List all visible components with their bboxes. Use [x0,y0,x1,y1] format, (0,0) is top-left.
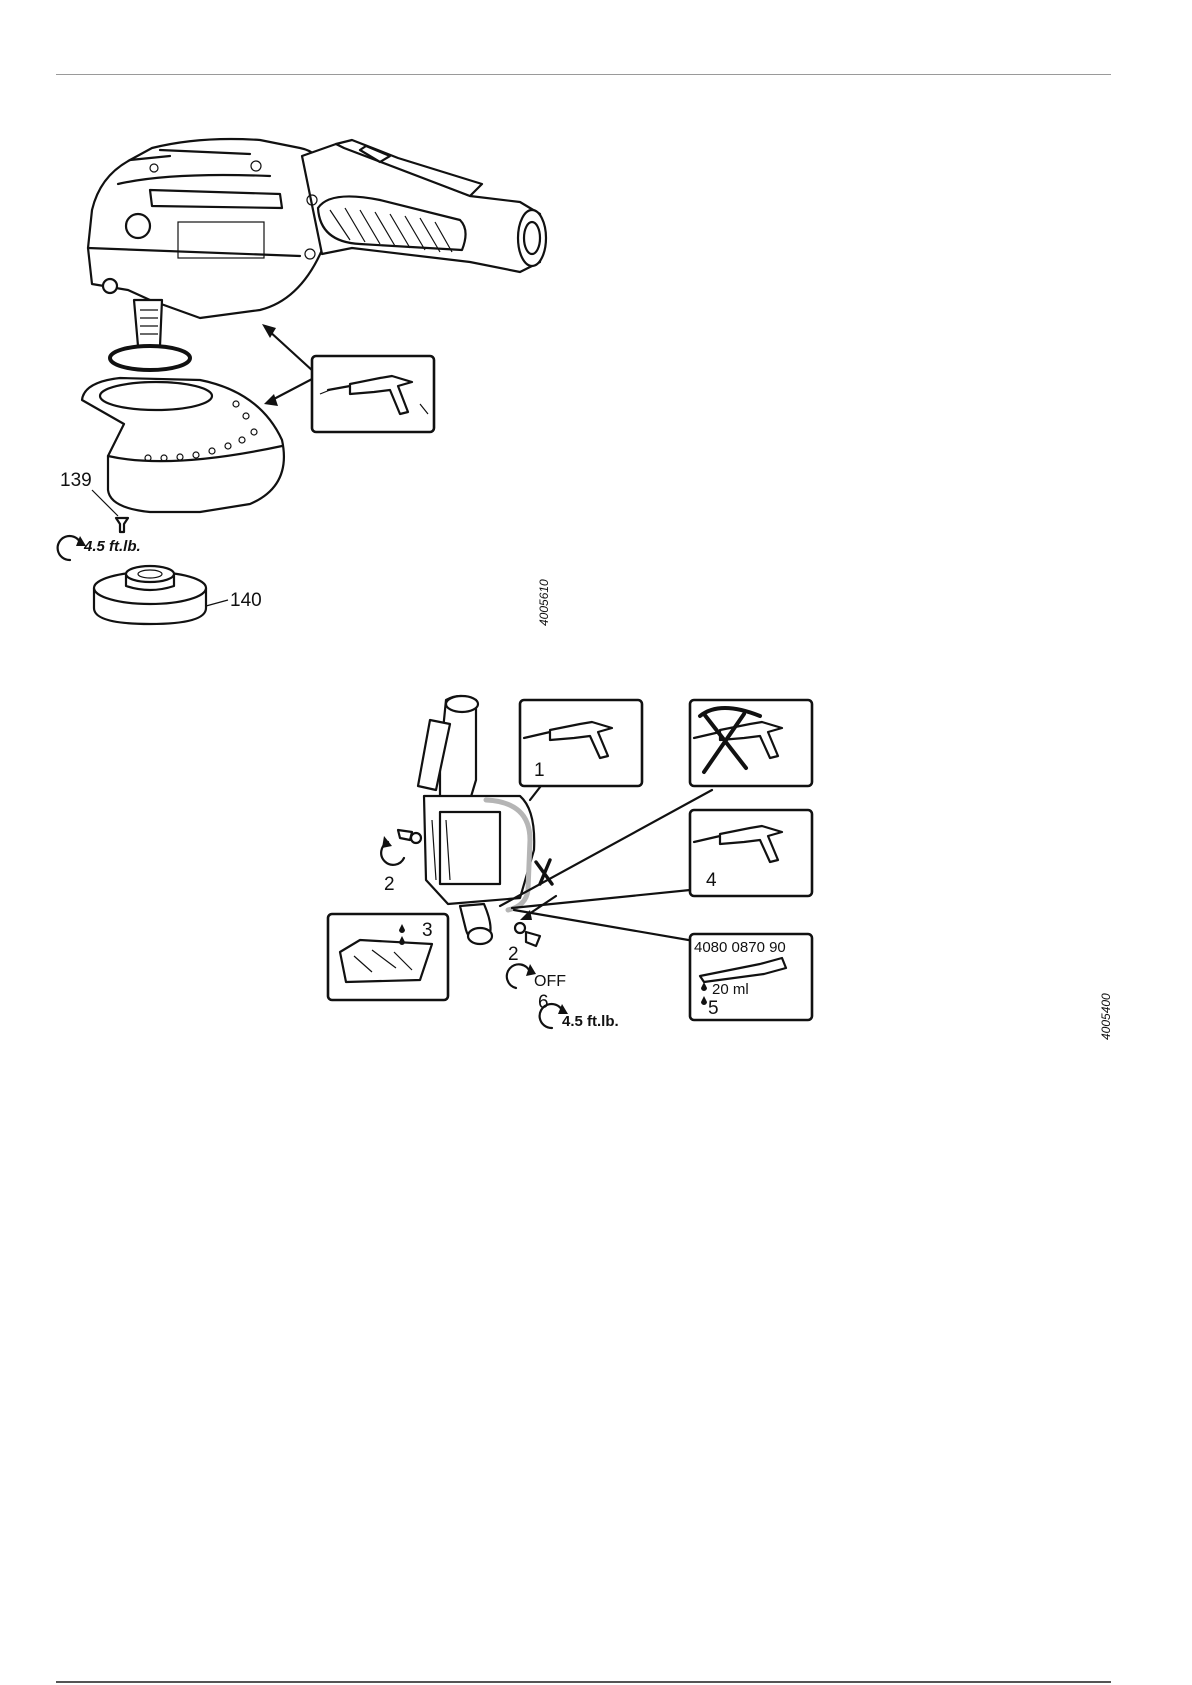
label-step2-right: 2 [508,944,519,965]
blow-gun-box [312,356,434,432]
x-mark [536,860,552,884]
torque-arrow-icon [58,536,80,560]
screw-139 [116,518,128,532]
label-step4: 4 [706,870,717,891]
figure-code-2: 4005400 [1099,993,1113,1040]
arrow-to-body [268,330,314,372]
o-ring [110,346,190,370]
label-140: 140 [230,590,262,611]
grinder-body-illustration [88,139,546,346]
label-off: OFF [534,973,566,990]
label-139: 139 [60,470,92,491]
blow-gun-box-crossed [690,700,812,786]
grease-quantity: 20 ml [712,981,749,998]
figure-grinder-guard-exploded: 139 4.5 ft.lb. 140 4005610 [0,0,1192,660]
flange-140 [94,566,206,624]
guard-illustration [82,378,284,512]
label-step3: 3 [422,920,433,941]
torque-label-1: 4.5 ft.lb. [83,538,141,555]
arrow-to-guard [272,378,314,400]
grease-part-number: 4080 0870 90 [694,939,786,956]
torque-label-2: 4.5 ft.lb. [562,1013,619,1030]
figure-lubrication-procedure: 2 3 2 OFF 6 4.5 ft.lb. 1 4 4080 0870 90 [0,660,1192,1060]
label-step5: 5 [708,998,719,1019]
label-step6: 6 [538,992,549,1013]
footer-rule [56,1681,1111,1683]
figure-code-1: 4005610 [537,579,551,626]
label-step1: 1 [534,760,545,781]
label-step2-left: 2 [384,874,395,895]
rotate-off-icon [507,964,530,988]
torque-arrow-icon-2 [540,1004,562,1028]
